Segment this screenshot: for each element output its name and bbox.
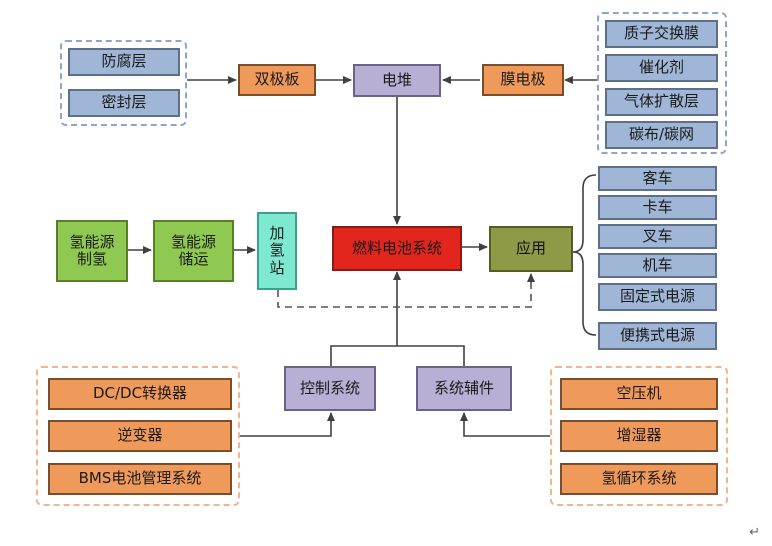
carbon-cloth-node: 碳布/碳网 xyxy=(605,121,718,149)
h2-storage-node: 氢能源储运 xyxy=(153,220,234,282)
control-system-node: 控制系统 xyxy=(284,366,376,411)
h2-production-node: 氢能源制氢 xyxy=(56,220,128,282)
stack-node: 电堆 xyxy=(353,64,441,97)
air-compressor-node: 空压机 xyxy=(560,378,718,410)
application-brace xyxy=(572,174,597,336)
auxiliary-group-frame xyxy=(550,366,728,506)
catalyst-node: 催化剂 xyxy=(605,54,718,82)
forklift-node: 叉车 xyxy=(598,224,717,249)
paragraph-mark-icon: ↵ xyxy=(749,525,760,540)
membrane-electrode-node: 膜电极 xyxy=(482,64,564,96)
sealing-group-frame xyxy=(60,40,187,126)
application-node: 应用 xyxy=(489,226,573,272)
arrow-left-group-to-control xyxy=(240,412,335,437)
dcdc-converter-node: DC/DC转换器 xyxy=(48,378,232,410)
stationary-power-node: 固定式电源 xyxy=(598,283,717,311)
pem-node: 质子交换膜 xyxy=(605,20,718,48)
anticorrosion-layer-node: 防腐层 xyxy=(68,48,180,76)
fuel-cell-system-node: 燃料电池系统 xyxy=(332,226,462,271)
locomotive-node: 机车 xyxy=(598,253,717,278)
electronics-group-frame xyxy=(36,366,240,506)
membrane-group-frame xyxy=(597,12,727,154)
sealing-layer-node: 密封层 xyxy=(68,89,180,117)
truck-node: 卡车 xyxy=(598,195,717,220)
system-components-node: 系统辅件 xyxy=(416,366,512,411)
bipolar-plate-node: 双极板 xyxy=(238,64,316,96)
h2-circulation-node: 氢循环系统 xyxy=(560,463,718,495)
bms-node: BMS电池管理系统 xyxy=(48,463,232,495)
gas-diffusion-layer-node: 气体扩散层 xyxy=(605,88,718,116)
humidifier-node: 增湿器 xyxy=(560,420,718,452)
bus-node: 客车 xyxy=(598,166,717,191)
arrow-right-group-to-components xyxy=(460,412,550,437)
arrow-station-to-application xyxy=(277,273,535,308)
inverter-node: 逆变器 xyxy=(48,420,232,452)
refueling-station-node: 加氢站 xyxy=(257,212,297,290)
portable-power-node: 便携式电源 xyxy=(598,322,717,350)
